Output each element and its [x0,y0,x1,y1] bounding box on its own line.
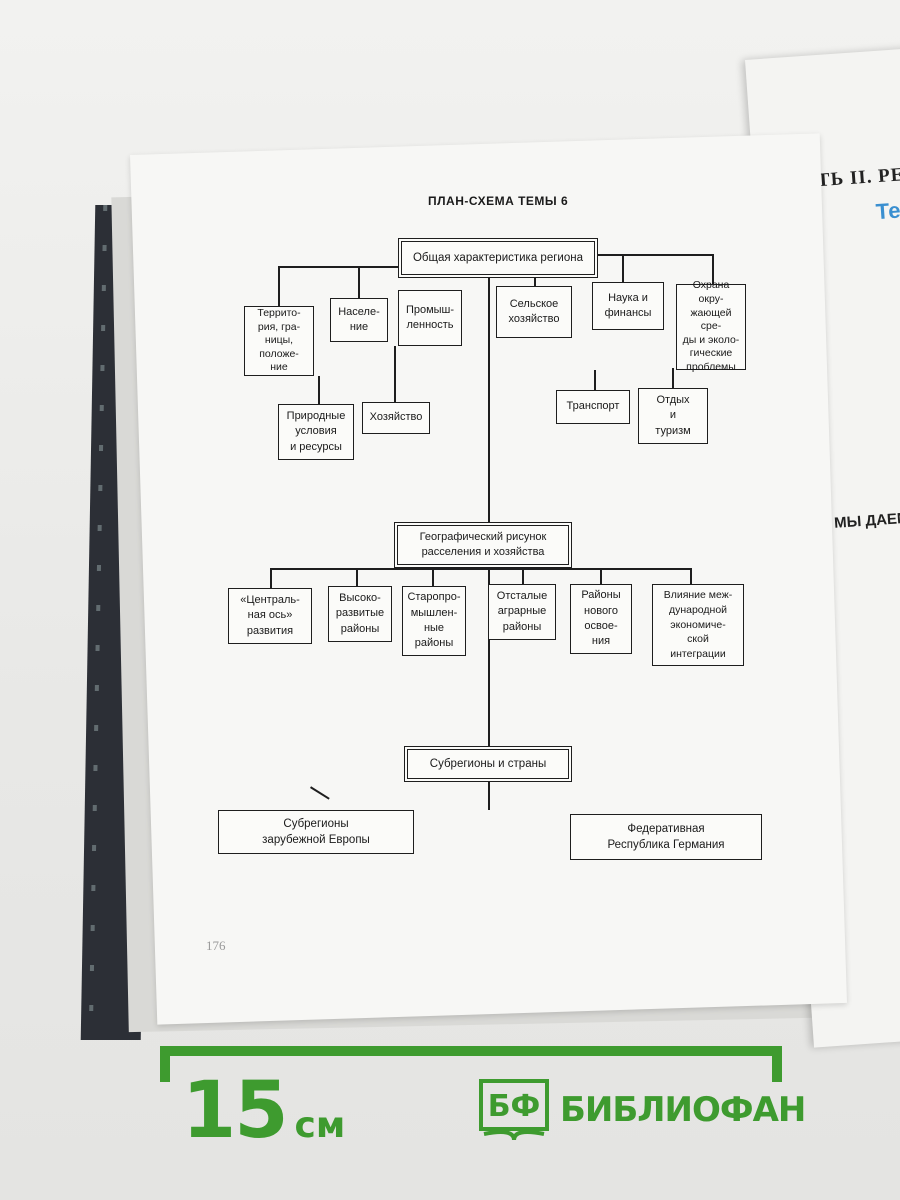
connector-line [270,568,272,588]
transport-box: Транспорт [556,390,630,424]
central-axis-box: «Централь- ная ось» развития [228,588,312,644]
territory-box: Террито- рия, гра- ницы, положе- ние [244,306,314,376]
science-finance-box: Наука и финансы [592,282,664,330]
agrarian-regions-box: Отсталые аграрные районы [488,584,556,640]
root-box: Общая характеристика региона [398,238,598,278]
environment-box: Охрана окру- жающей сре- ды и эколо- гич… [676,279,746,373]
connector-line [310,786,330,800]
agriculture-box: Сельское хозяйство [496,286,572,338]
integration-box: Влияние меж- дународной экономиче- ской … [652,584,744,666]
connector-line [432,568,434,588]
connector-line [600,568,602,584]
new-development-box: Районы нового освое- ния [570,584,632,654]
connector-line [594,370,596,390]
connector-line [358,266,360,298]
connector-line [622,254,624,282]
connector-line [356,568,358,588]
settlement-pattern-box: Географический рисунок расселения и хозя… [394,522,572,568]
europe-subregions-box: Субрегионы зарубежной Европы [218,810,414,854]
connector-line [672,368,674,388]
industry-box: Промыш- ленность [398,290,462,346]
size-unit: см [294,1105,346,1146]
connector-line [712,254,714,284]
page-number: 176 [206,938,226,953]
connector-line [690,568,692,584]
connector-line [394,346,396,402]
connector-line [278,266,398,268]
subregions-countries-box: Субрегионы и страны [404,746,572,782]
natural-resources-box: Природные условия и ресурсы [278,404,354,460]
diagram-title: ПЛАН-СХЕМА ТЕМЫ 6 [428,194,569,208]
connector-line [318,376,320,404]
germany-box: Федеративная Республика Германия [570,814,762,860]
connector-line [488,782,490,810]
old-industrial-box: Старопро- мышлен- ные районы [402,586,466,656]
ruler-bar [160,1046,782,1056]
connector-line [488,566,490,748]
brand-name: БИБЛИОФАН [560,1090,806,1130]
book-logo-icon: БФ [479,1079,549,1141]
connector-line [278,266,280,306]
connector-line [598,254,714,256]
ruler-tick-right [772,1046,782,1082]
economy-box: Хозяйство [362,402,430,434]
developed-regions-box: Высоко- развитые районы [328,586,392,642]
connector-line [270,568,692,570]
connector-line [488,278,490,523]
size-number: 15 [182,1066,289,1156]
ruler-tick-left [160,1046,170,1082]
population-box: Населе- ние [330,298,388,342]
logo-letters: БФ [488,1089,541,1124]
connector-line [522,568,524,586]
tourism-box: Отдых и туризм [638,388,708,444]
